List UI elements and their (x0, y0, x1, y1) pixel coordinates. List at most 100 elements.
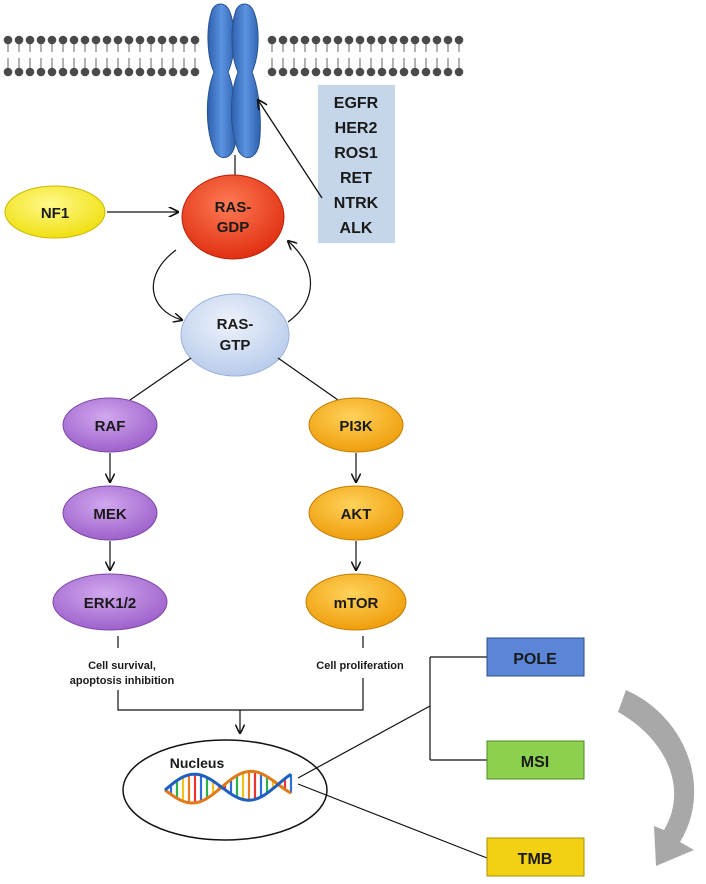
erk-effect-label: Cell survival, (88, 660, 156, 672)
lipid-mark (344, 35, 354, 45)
lipid-mark (454, 67, 464, 77)
lipid-mark (410, 67, 420, 77)
lipid-mark (300, 35, 310, 45)
lipid-mark (333, 35, 343, 45)
lipid-mark (91, 67, 101, 77)
gdp-to-gtp-arrow (152, 249, 182, 320)
mek-label: MEK (93, 506, 127, 523)
lipid-mark (311, 67, 321, 77)
lipid-mark (267, 67, 277, 77)
lipid-mark (25, 35, 35, 45)
ras-gtp-label: GTP (220, 337, 251, 354)
pole-label: POLE (513, 651, 557, 668)
nf1-node (4, 185, 106, 239)
ras-gtp-label: RAS- (217, 316, 254, 333)
lipid-mark (168, 35, 178, 45)
msi-label: MSI (521, 754, 549, 771)
lipid-mark (278, 67, 288, 77)
tmb-label: TMB (518, 851, 553, 868)
receptor-list: EGFR HER2 ROS1 RET NTRK ALK (334, 95, 379, 237)
lipid-mark (113, 35, 123, 45)
akt-label: AKT (341, 506, 372, 523)
lipid-mark (344, 67, 354, 77)
lipid-mark (432, 67, 442, 77)
lipid-mark (58, 67, 68, 77)
receptor-label: RET (340, 170, 372, 187)
branch-line-mapk (129, 357, 192, 401)
lipid-mark (124, 67, 134, 77)
lipid-mark (333, 67, 343, 77)
ras-gdp-label: RAS- (215, 199, 252, 216)
lipid-mark (190, 35, 200, 45)
lipid-mark (69, 35, 79, 45)
receptor-label: ALK (340, 220, 373, 237)
lipid-mark (135, 67, 145, 77)
lipid-mark (113, 67, 123, 77)
lipid-mark (377, 67, 387, 77)
lipid-mark (168, 67, 178, 77)
receptor-list-box (318, 85, 395, 243)
mtor-label: mTOR (334, 595, 379, 612)
lipid-mark (355, 35, 365, 45)
lipid-mark (432, 35, 442, 45)
erk-label: ERK1/2 (84, 595, 137, 612)
raf-label: RAF (95, 418, 126, 435)
lipid-mark (399, 35, 409, 45)
receptor-label: NTRK (334, 195, 379, 212)
pi3k-label: PI3K (339, 418, 373, 435)
lipid-mark (157, 35, 167, 45)
receptor-label: HER2 (335, 120, 378, 137)
mtor-effect-label: Cell proliferation (316, 660, 404, 672)
raf-node (62, 397, 158, 453)
lipid-mark (443, 35, 453, 45)
lipid-mark (289, 67, 299, 77)
msi-box (486, 740, 585, 780)
lipid-mark (80, 67, 90, 77)
lipid-mark (102, 35, 112, 45)
erk-effect-label: apoptosis inhibition (70, 675, 175, 687)
lipid-mark (157, 67, 167, 77)
lipid-mark (14, 67, 24, 77)
lipid-mark (47, 35, 57, 45)
receptor-activation-arrow (258, 100, 323, 199)
receptor-label: ROS1 (334, 145, 378, 162)
dna-strand (164, 769, 292, 805)
lipid-mark (311, 35, 321, 45)
lipid-mark (377, 35, 387, 45)
erk-node (52, 573, 168, 631)
lipid-mark (410, 35, 420, 45)
lipid-mark (146, 35, 156, 45)
lipid-mark (179, 67, 189, 77)
nf1-label: NF1 (41, 205, 69, 222)
lipid-mark (388, 35, 398, 45)
gtp-to-gdp-arrow (288, 241, 311, 323)
lipid-mark (300, 67, 310, 77)
lipid-mark (322, 35, 332, 45)
lipid-mark (388, 67, 398, 77)
lipid-mark (190, 67, 200, 77)
lipid-mark (366, 35, 376, 45)
lipid-mark (355, 67, 365, 77)
dna-icon (164, 769, 293, 805)
ras-gdp-node (181, 174, 285, 260)
lipid-mark (322, 67, 332, 77)
lipid-mark (47, 67, 57, 77)
branch-line-pi3k (277, 357, 339, 401)
lipid-mark (289, 35, 299, 45)
lipid-mark (91, 35, 101, 45)
nucleus-label: Nucleus (170, 755, 225, 771)
lipid-mark (69, 67, 79, 77)
lipid-mark (179, 35, 189, 45)
pole-connector (297, 705, 431, 779)
lipid-mark (14, 35, 24, 45)
tmb-box (486, 837, 585, 877)
ras-gdp-label: GDP (217, 219, 250, 236)
lipid-mark (454, 35, 464, 45)
dna-strand (164, 772, 292, 802)
lipid-mark (399, 67, 409, 77)
lipid-mark (58, 35, 68, 45)
lipid-mark (135, 35, 145, 45)
lipid-mark (36, 35, 46, 45)
lipid-mark (102, 67, 112, 77)
